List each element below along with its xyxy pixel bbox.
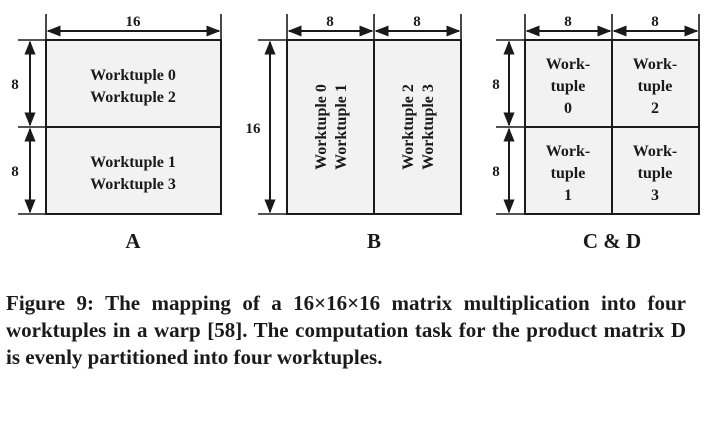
panel-b-height-label: 16 (246, 121, 262, 137)
panel-cd-bottom-height-label: 8 (492, 164, 500, 180)
panel-cd-bottom-left-line-3: 1 (564, 187, 572, 204)
panel-a-letter: A (125, 229, 141, 253)
panel-b-right-cell (373, 39, 462, 215)
panel-cd-top-left-line-3: 0 (564, 100, 572, 117)
panel-cd-bottom-right-cell (611, 126, 700, 215)
panel-cd-bottom-right-line-1: Work- (633, 143, 677, 160)
panel-cd-bottom-left-line-2: tuple (551, 165, 586, 182)
panel-b-letter: B (367, 229, 381, 253)
panel-a-bottom-cell-line-1: Worktuple 1 (90, 154, 176, 171)
panel-cd: 8 8 8 8 Work- tuple 0 Work- tuple 2 Work… (492, 14, 700, 253)
panel-a-bottom-cell-line-2: Worktuple 3 (90, 176, 176, 193)
panel-b-right-width-label: 8 (413, 14, 421, 30)
panel-cd-bottom-right-line-2: tuple (638, 165, 673, 182)
panel-cd-top-right-cell (611, 39, 700, 128)
panel-cd-letter: C & D (583, 229, 641, 253)
panel-cd-top-right-line-3: 2 (651, 100, 659, 117)
panel-b: 8 8 16 Worktuple 0 Worktuple 1 Worktuple… (246, 14, 462, 253)
panel-cd-bottom-right-line-3: 3 (651, 187, 659, 204)
panel-a-top-cell (45, 39, 222, 128)
panel-a-top-height-label: 8 (11, 77, 19, 93)
panel-b-right-cell-line-2: Worktuple 3 (420, 84, 437, 170)
figure-caption: Figure 9: The mapping of a 16×16×16 matr… (6, 291, 686, 369)
panel-b-left-cell-line-1: Worktuple 0 (313, 84, 330, 170)
panel-cd-top-left-line-2: tuple (551, 78, 586, 95)
panel-cd-bottom-left-line-1: Work- (546, 143, 590, 160)
panel-cd-top-right-line-2: tuple (638, 78, 673, 95)
panel-cd-top-left-line-1: Work- (546, 56, 590, 73)
matrix-partition-diagram: 16 8 8 Worktuple 0 Worktuple 2 Worktuple… (11, 14, 700, 253)
panel-cd-right-width-label: 8 (651, 14, 659, 30)
panel-a: 16 8 8 Worktuple 0 Worktuple 2 Worktuple… (11, 14, 222, 253)
panel-cd-left-width-label: 8 (564, 14, 572, 30)
panel-b-left-cell (286, 39, 375, 215)
panel-a-top-cell-line-1: Worktuple 0 (90, 67, 176, 84)
panel-a-bottom-cell (45, 126, 222, 215)
panel-cd-top-height-label: 8 (492, 77, 500, 93)
panel-b-left-width-label: 8 (326, 14, 334, 30)
panel-b-right-cell-line-1: Worktuple 2 (400, 84, 417, 170)
panel-a-top-cell-line-2: Worktuple 2 (90, 89, 176, 106)
panel-b-left-cell-line-2: Worktuple 1 (333, 84, 350, 170)
panel-a-width-label: 16 (126, 14, 142, 30)
panel-a-bottom-height-label: 8 (11, 164, 19, 180)
panel-cd-top-right-line-1: Work- (633, 56, 677, 73)
